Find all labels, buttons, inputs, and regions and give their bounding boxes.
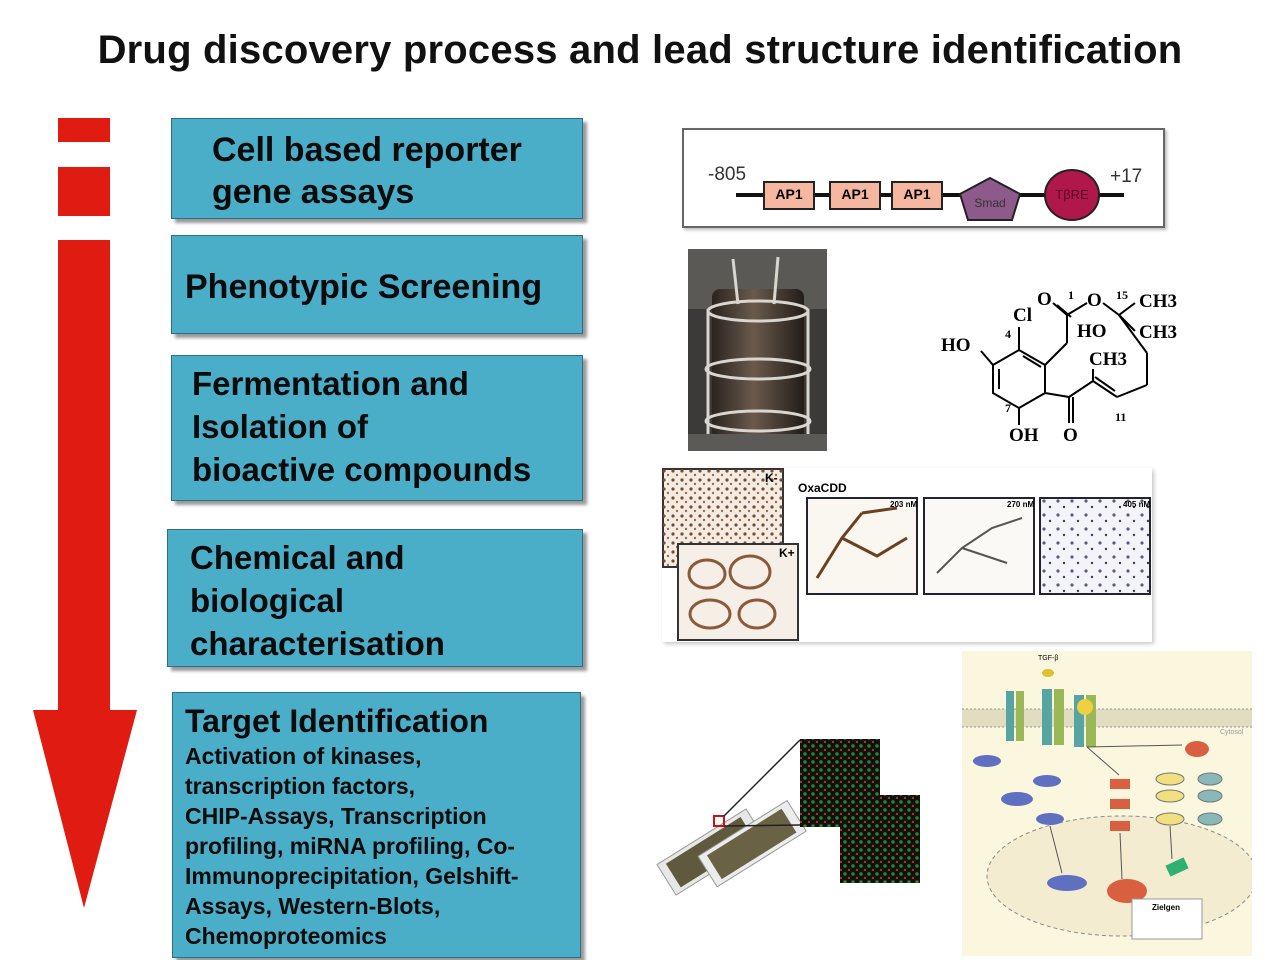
- promoter-element-smad: Smad: [974, 196, 1006, 210]
- promoter-element-ap1: AP1: [903, 186, 931, 202]
- mol-atom: OH: [1009, 425, 1039, 446]
- arrow-dash-top: [58, 118, 110, 142]
- step-reporter-assays: Cell based reporter gene assays: [171, 118, 583, 219]
- micrograph-panel: K- K+ OxaCDD 203 nM 270 nM 405 nM: [662, 468, 1152, 642]
- promoter-start-label: -805: [708, 164, 747, 185]
- mol-atom: 15: [1116, 288, 1128, 302]
- step-characterisation-label: Chemical and biological characterisation: [190, 539, 445, 662]
- micrograph-label: 405 nM: [1123, 500, 1151, 509]
- pathway-label: Zielgen: [1152, 903, 1181, 912]
- signaling-pathway-diagram: TGF-β Cytosol Zielgen: [962, 651, 1252, 956]
- promoter-element-ap1: AP1: [775, 186, 803, 202]
- mol-atom: 1: [1068, 288, 1074, 302]
- mol-atom: CH3: [1139, 291, 1177, 312]
- step-target-details: Activation of kinases, transcription fac…: [185, 743, 519, 949]
- mol-atom: O: [1037, 289, 1052, 310]
- mol-atom: 4: [1005, 327, 1011, 341]
- promoter-diagram: -805 +17 AP1 AP1 AP1 Smad TβRE: [682, 128, 1165, 228]
- microarray-image: [650, 735, 925, 905]
- micrograph-label: K-: [765, 471, 778, 485]
- pathway-label: TGF-β: [1038, 655, 1059, 662]
- step-phenotypic-screening: Phenotypic Screening: [171, 235, 583, 334]
- mol-atom: O: [1087, 290, 1102, 311]
- micrograph-label: K+: [779, 546, 795, 560]
- mol-atom: CH3: [1089, 349, 1127, 370]
- step-fermentation-label: Fermentation and Isolation of bioactive …: [192, 365, 532, 488]
- page-title: Drug discovery process and lead structur…: [97, 28, 1183, 72]
- step-target-heading: Target Identification: [185, 703, 489, 739]
- mol-atom: 11: [1115, 410, 1127, 424]
- step-phenotypic-screening-label: Phenotypic Screening: [185, 268, 543, 306]
- micrograph-label: 270 nM: [1007, 500, 1035, 509]
- step-target-identification: Target Identification Activation of kina…: [172, 692, 581, 958]
- micrograph-label: OxaCDD: [798, 481, 847, 495]
- down-arrow-icon: [33, 240, 137, 908]
- pathway-label: Cytosol: [1220, 729, 1244, 736]
- fermenter-photo: [688, 249, 827, 451]
- promoter-element-tbre: TβRE: [1055, 187, 1089, 202]
- step-reporter-assays-label: Cell based reporter gene assays: [212, 131, 522, 211]
- mol-atom: Cl: [1013, 305, 1032, 326]
- chemical-structure: O 1 O 15 CH3 Cl HO CH3 4 HO CH3 7 11 OH …: [935, 285, 1185, 450]
- mol-atom: HO: [941, 335, 971, 356]
- promoter-end-label: +17: [1110, 166, 1143, 187]
- step-fermentation: Fermentation and Isolation of bioactive …: [171, 355, 583, 501]
- step-characterisation: Chemical and biological characterisation: [167, 529, 583, 667]
- micrograph-label: 203 nM: [890, 500, 918, 509]
- arrow-dash-middle: [58, 167, 110, 216]
- mol-atom: HO: [1077, 321, 1107, 342]
- mol-atom: 7: [1005, 401, 1011, 415]
- mol-atom: O: [1063, 425, 1078, 446]
- promoter-element-ap1: AP1: [841, 186, 869, 202]
- mol-atom: CH3: [1139, 322, 1177, 343]
